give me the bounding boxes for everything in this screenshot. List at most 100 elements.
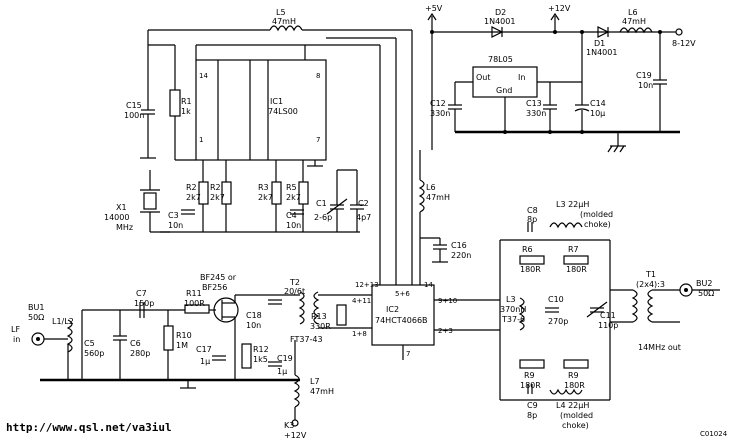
label-R9a-value: 180R (520, 381, 541, 390)
source-url: http://www.qsl.net/va3iul (6, 421, 172, 434)
label-D1-value: 1N4001 (586, 48, 617, 57)
label-C15-value: 100n (124, 111, 144, 120)
label-L7-value: 47mH (310, 387, 334, 396)
label-C17-value: 1µ (200, 357, 210, 366)
label-L4-choke: L4 22µH (556, 401, 589, 410)
label-T2: T2 (289, 278, 300, 287)
label-FT37-43: FT37-43 (290, 335, 323, 344)
label-C16: C16 (451, 241, 467, 250)
label-R1-value: 1k (181, 107, 191, 116)
label-jfet-2: BF256 (202, 283, 227, 292)
label-14mhz-out: 14MHz out (638, 343, 681, 352)
label-R5: R5 (286, 183, 297, 192)
label-L3-mid-value: 370nH (500, 305, 526, 314)
label-R13-value: 330R (310, 322, 331, 331)
label-C10: C10 (548, 295, 564, 304)
label-C3: C3 (168, 211, 179, 220)
label-R6: R6 (522, 245, 533, 254)
label-LF: LF (11, 325, 20, 334)
label-reg-gnd: Gnd (496, 86, 512, 95)
label-R13: R13 (311, 312, 327, 321)
label-L3-mid-core: T37-6 (501, 315, 525, 324)
label-L5: L5 (276, 8, 286, 17)
label-X1: X1 (116, 203, 127, 212)
label-C13: C13 (526, 99, 542, 108)
label-R3: R3 (258, 183, 269, 192)
label-C15: C15 (126, 101, 142, 110)
label-8-12v: 8-12V (672, 39, 696, 48)
label-R2a: R2 (186, 183, 197, 192)
label-C5: C5 (84, 339, 95, 348)
label-C5-value: 560p (84, 349, 104, 358)
label-L6-mid-value: 47mH (426, 193, 450, 202)
label-pin14: 14 (199, 72, 208, 80)
label-R10-value: 1M (176, 341, 188, 350)
label-C2-value: 4p7 (356, 213, 371, 222)
label-C7-value: 150p (134, 299, 154, 308)
label-L6-mid: L6 (426, 183, 436, 192)
label-pin1: 1 (199, 136, 203, 144)
power-supply-section (427, 12, 683, 153)
label-pin-14: 14 (424, 281, 433, 289)
mixer-and-filter-section (371, 150, 720, 401)
label-reg-in: In (518, 73, 525, 82)
label-K3-value: +12V (284, 431, 307, 440)
label-BU1-value: 50Ω (28, 313, 44, 322)
label-C6-value: 280p (130, 349, 150, 358)
label-L4-choke-choke: choke) (562, 421, 589, 430)
label-LF-in: in (13, 335, 20, 344)
label-IC1: IC1 (270, 97, 283, 106)
label-C1-value: 2-6p (314, 213, 332, 222)
label-C2: C2 (358, 199, 369, 208)
label-78L05: 78L05 (488, 55, 513, 64)
label-C9-value: 8p (527, 411, 537, 420)
component-labels: L5 47mH D2 1N4001 +5V +12V L6 47mH 8-12V… (6, 4, 728, 440)
label-pin-7-ic2: 7 (406, 350, 410, 358)
label-C17: C17 (196, 345, 212, 354)
label-C13-value: 330n (526, 109, 546, 118)
label-L1-L2: L1/L2 (52, 317, 74, 326)
label-C10-value: 270p (548, 317, 568, 326)
label-R9a: R9 (524, 371, 535, 380)
label-pin-5-6: 5+6 (395, 290, 410, 298)
label-L7: L7 (310, 377, 320, 386)
label-R12: R12 (253, 345, 269, 354)
label-T1: T1 (645, 270, 656, 279)
label-plus12v: +12V (548, 4, 571, 13)
label-R6-value: 180R (520, 265, 541, 274)
label-L3-choke: L3 22µH (556, 200, 589, 209)
label-D2: D2 (495, 8, 506, 17)
label-D1: D1 (594, 39, 605, 48)
label-R11: R11 (186, 289, 202, 298)
label-C4: C4 (286, 211, 297, 220)
label-C6: C6 (130, 339, 141, 348)
label-pin-2-3: 2+3 (438, 327, 453, 335)
label-R11-value: 100R (184, 299, 205, 308)
label-C11-value: 110p (598, 321, 618, 330)
label-T1-ratio: (2x4):3 (636, 280, 665, 289)
label-C8-value: 8p (527, 215, 537, 224)
label-reg-out: Out (476, 73, 491, 82)
label-C11: C11 (600, 311, 616, 320)
label-C16-value: 220n (451, 251, 471, 260)
oscillator-section (140, 25, 413, 280)
label-R2a-value: 2k7 (186, 193, 201, 202)
label-C19-top: C19 (636, 71, 652, 80)
label-BU1: BU1 (28, 303, 44, 312)
label-L3-choke-choke: choke) (584, 220, 611, 229)
label-IC2-value: 74HCT4066B (375, 316, 428, 325)
label-pin8: 8 (316, 72, 320, 80)
label-R3-value: 2k7 (258, 193, 273, 202)
label-plus5v: +5V (425, 4, 443, 13)
label-C18-value: 10n (246, 321, 261, 330)
label-C14-value: 10µ (590, 109, 605, 118)
label-C19-value: 1µ (277, 367, 287, 376)
label-R7-value: 180R (566, 265, 587, 274)
label-pin-9-10: 9+10 (438, 297, 457, 305)
input-section (31, 291, 372, 427)
label-X1-unit: MHz (116, 223, 133, 232)
label-C14: C14 (590, 99, 606, 108)
label-R7: R7 (568, 245, 579, 254)
label-L3-choke-molded: (molded (580, 210, 613, 219)
